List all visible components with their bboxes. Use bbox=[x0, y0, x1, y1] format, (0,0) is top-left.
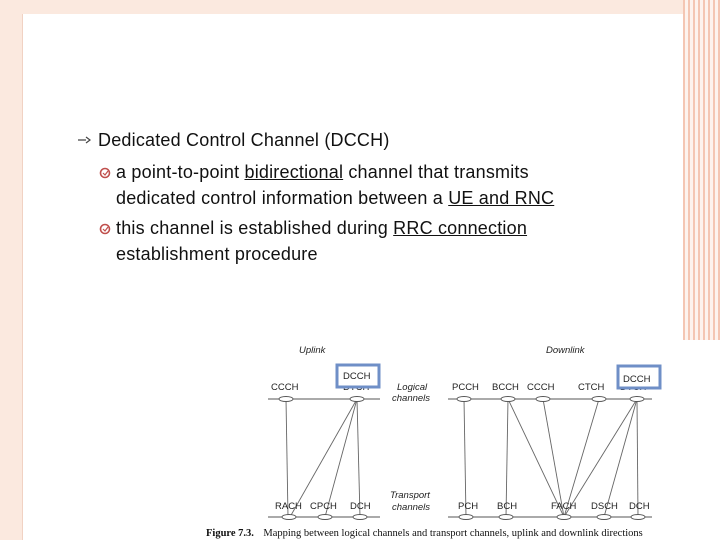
slide-frame-line bbox=[22, 14, 23, 540]
transport-channels-label-1: Transport bbox=[390, 490, 430, 501]
underlined-term: RRC connection bbox=[393, 218, 528, 238]
underlined-term: UE and RNC bbox=[448, 188, 555, 208]
downlink-logical-bcch: BCCH bbox=[492, 382, 519, 393]
downlink-transport-dsch: DSCH bbox=[591, 501, 618, 512]
dcch-highlight-uplink bbox=[335, 363, 381, 389]
slide-frame-top bbox=[0, 0, 720, 14]
uplink-logical-ccch: CCCH bbox=[271, 382, 299, 393]
bullet-point-2: this channel is established during RRC c… bbox=[116, 215, 656, 267]
text-run: this channel is established during bbox=[116, 218, 394, 238]
text-run: dedicated control information between a bbox=[116, 188, 449, 208]
uplink-transport-rach: RACH bbox=[275, 501, 302, 512]
underlined-term: bidirectional bbox=[244, 162, 344, 182]
downlink-transport-fach: FACH bbox=[551, 501, 576, 512]
dcch-uplink-label: DCCH bbox=[343, 371, 371, 382]
figure-caption: Figure 7.3. Mapping between logical chan… bbox=[206, 523, 643, 540]
logical-channels-label-1: Logical bbox=[397, 382, 428, 393]
logical-channels-label-2: channels bbox=[392, 393, 430, 404]
downlink-logical-pcch: PCCH bbox=[452, 382, 479, 393]
slide-frame-left bbox=[0, 0, 22, 540]
uplink-transport-dch: DCH bbox=[350, 501, 371, 512]
downlink-logical-ctch: CTCH bbox=[578, 382, 605, 393]
text-run: channel that transmits bbox=[343, 162, 529, 182]
circle-bullet-icon bbox=[99, 167, 111, 179]
bullet-point-1: a point-to-point bidirectional channel t… bbox=[116, 159, 656, 211]
downlink-transport-pch: PCH bbox=[458, 501, 478, 512]
channel-nodes bbox=[278, 396, 646, 520]
downlink-logical-ccch: CCCH bbox=[527, 382, 555, 393]
channel-mapping-figure: Uplink Downlink Logical channels Transpo… bbox=[206, 345, 662, 540]
text-run: establishment procedure bbox=[116, 244, 318, 264]
downlink-label: Downlink bbox=[546, 345, 586, 356]
downlink-transport-bch: BCH bbox=[497, 501, 517, 512]
text-run: a point-to-point bbox=[116, 162, 245, 182]
dcch-highlight-downlink bbox=[616, 364, 662, 390]
caption-text: Mapping between logical channels and tra… bbox=[263, 528, 642, 539]
uplink-label: Uplink bbox=[299, 345, 327, 356]
uplink-transport-cpch: CPCH bbox=[310, 501, 337, 512]
mapping-lines bbox=[285, 398, 639, 518]
transport-channels-label-2: channels bbox=[392, 502, 430, 513]
arrow-bullet-icon bbox=[78, 136, 91, 144]
downlink-transport-dch: DCH bbox=[629, 501, 650, 512]
caption-label: Figure 7.3. bbox=[206, 528, 254, 539]
dcch-downlink-label: DCCH bbox=[623, 374, 651, 385]
slide-heading: Dedicated Control Channel (DCCH) bbox=[98, 130, 390, 150]
decorative-stripe-bar bbox=[683, 0, 720, 340]
circle-bullet-icon bbox=[99, 223, 111, 235]
